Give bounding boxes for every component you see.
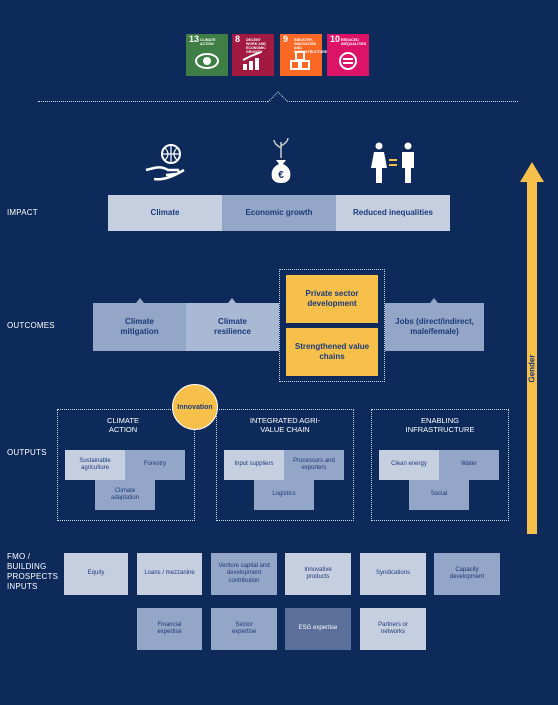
- sdg-number: 10: [330, 34, 341, 44]
- innovation-label: Innovation: [177, 403, 213, 411]
- row-label-outputs: OUTPUTS: [7, 448, 47, 457]
- impact-climate-label: Climate: [150, 208, 180, 217]
- output-group-agri-value-chain-title: INTEGRATED AGRI-VALUE CHAIN: [249, 416, 321, 434]
- input-financial-expertise: Financial expertise: [137, 608, 202, 650]
- outcome-value-chains-label: Strengthened value chains: [294, 342, 370, 361]
- output-group-climate-action-title: CLIMATE ACTION: [107, 416, 139, 434]
- output-input-suppliers-label: Input suppliers: [234, 461, 274, 468]
- output-group-infrastructure-title: ENABLING INFRASTRUCTURE: [405, 416, 475, 434]
- input-innovative-products: Innovative products: [285, 553, 351, 595]
- row-label-inputs: FMO / BUILDING PROSPECTS INPUTS: [7, 552, 59, 591]
- growth-chart-icon: [242, 51, 262, 70]
- input-capacity-development-label: Capacity development: [449, 566, 485, 581]
- input-esg-expertise: ESG expertise: [285, 608, 351, 650]
- outcome-jobs-label: Jobs (direct/indirect, male/female): [395, 317, 474, 336]
- sdg-title: Industry, innovation and infrastructure: [294, 38, 328, 54]
- outcome-climate-resilience: Climate resilience: [186, 303, 279, 351]
- outcome-climate-mitigation-label: Climate mitigation: [120, 317, 159, 336]
- impact-climate: Climate: [108, 195, 222, 231]
- sdg-number: 13: [189, 34, 200, 44]
- outcome-climate-mitigation: Climate mitigation: [93, 303, 186, 351]
- output-water: Water: [439, 450, 499, 480]
- output-social: Social: [409, 480, 469, 510]
- gender-arrow: [520, 162, 544, 534]
- sdg-title: Reduced inequalities: [341, 38, 367, 46]
- money-bag-plant-icon: €: [271, 138, 291, 183]
- input-loans: Loans / mezzanine: [137, 553, 202, 595]
- outcome-value-chains: Strengthened value chains: [286, 328, 378, 376]
- impact-reduced-inequalities-label: Reduced inequalities: [352, 208, 434, 217]
- input-equity-label: Equity: [87, 570, 105, 577]
- outcome-notch: [228, 298, 236, 303]
- cubes-icon: [290, 51, 310, 70]
- gender-label: Gender: [527, 354, 537, 383]
- outcome-private-group: [279, 269, 385, 382]
- svg-text:€: €: [278, 170, 284, 181]
- output-processors-exporters: Processors and exporters: [284, 450, 344, 480]
- output-processors-exporters-label: Processors and exporters: [293, 457, 335, 472]
- row-label-impact: IMPACT: [7, 208, 38, 217]
- output-climate-adaptation-label: Climate adaptation: [110, 487, 140, 502]
- equal-icon: [339, 52, 357, 70]
- input-partners-networks-label: Partners or networks: [378, 621, 408, 636]
- input-venture-capital-label: Venture capital and development contribu…: [218, 562, 270, 584]
- gender-equality-icon: [371, 142, 414, 183]
- output-logistics: Logistics: [254, 480, 314, 510]
- input-esg-expertise-label: ESG expertise: [298, 625, 338, 632]
- sdg-13-tile: 13 Climate action: [186, 34, 228, 76]
- output-social-label: Social: [430, 491, 448, 498]
- hand-globe-icon: [145, 144, 185, 181]
- impact-reduced-inequalities: Reduced inequalities: [336, 195, 450, 231]
- sdg-8-tile: 8 Decent work and economic growth: [232, 34, 274, 76]
- outcome-jobs: Jobs (direct/indirect, male/female): [385, 303, 484, 351]
- impact-economic-growth-label: Economic growth: [245, 208, 313, 217]
- sdg-title: Decent work and economic growth: [246, 38, 267, 54]
- input-capacity-development: Capacity development: [434, 553, 500, 595]
- output-clean-energy: Clean energy: [379, 450, 439, 480]
- output-group-agri-value-chain: [216, 409, 354, 521]
- impact-economic-growth: Economic growth: [222, 195, 336, 231]
- sdg-9-tile: 9 Industry, innovation and infrastructur…: [280, 34, 328, 76]
- output-water-label: Water: [461, 461, 477, 468]
- output-group-infrastructure: [371, 409, 509, 521]
- input-equity: Equity: [64, 553, 128, 595]
- outcome-private-sector: Private sector development: [286, 275, 378, 323]
- sdg-10-tile: 10 Reduced inequalities: [327, 34, 369, 76]
- input-syndications-label: Syndications: [375, 570, 411, 577]
- outcome-notch: [136, 298, 144, 303]
- input-syndications: Syndications: [360, 553, 426, 595]
- input-sector-expertise: Sector expertise: [211, 608, 277, 650]
- output-clean-energy-label: Clean energy: [391, 461, 427, 468]
- input-venture-capital: Venture capital and development contribu…: [211, 553, 277, 595]
- sdg-number: 8: [235, 34, 241, 44]
- sdg-number: 9: [283, 34, 289, 44]
- input-financial-expertise-label: Financial expertise: [157, 621, 182, 636]
- output-input-suppliers: Input suppliers: [224, 450, 284, 480]
- row-label-outcomes: OUTCOMES: [7, 321, 55, 330]
- output-forestry: Forestry: [125, 450, 185, 480]
- output-sustainable-agriculture: Sustainable agriculture: [65, 450, 125, 480]
- outcome-private-sector-label: Private sector development: [305, 289, 359, 308]
- output-forestry-label: Forestry: [143, 461, 166, 468]
- output-climate-adaptation: Climate adaptation: [95, 480, 155, 510]
- output-logistics-label: Logistics: [272, 491, 296, 498]
- separator-notch: [268, 91, 288, 103]
- outcome-climate-resilience-label: Climate resilience: [214, 317, 251, 336]
- output-group-climate-action: [57, 409, 195, 521]
- outcome-notch: [430, 298, 438, 303]
- input-sector-expertise-label: Sector expertise: [231, 621, 257, 636]
- eye-earth-icon: [195, 53, 219, 69]
- output-sustainable-agriculture-label: Sustainable agriculture: [79, 457, 111, 472]
- input-loans-label: Loans / mezzanine: [144, 570, 195, 577]
- sdg-title: Climate action: [200, 38, 216, 46]
- innovation-badge: Innovation: [172, 384, 218, 430]
- input-innovative-products-label: Innovative products: [304, 566, 332, 581]
- input-partners-networks: Partners or networks: [360, 608, 426, 650]
